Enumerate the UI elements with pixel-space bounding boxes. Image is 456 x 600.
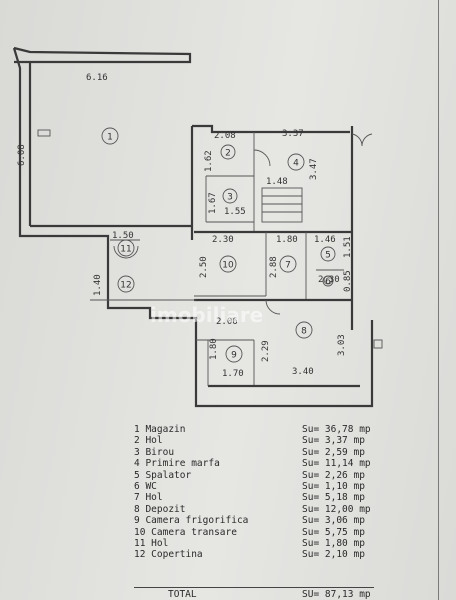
dim-wc-height: 0.85 xyxy=(343,270,353,292)
legend-room-area: Su= 1,10 mp xyxy=(302,481,365,493)
door-arc-entrance-1 xyxy=(351,133,363,147)
wall-top-right xyxy=(192,124,350,134)
dim-stairs-width: 1.48 xyxy=(266,177,288,187)
legend-room-name: 8 Depozit xyxy=(134,503,186,515)
wall-outline xyxy=(12,47,374,408)
room-number-6: 6 xyxy=(325,277,331,287)
dim-depozit-sub-height: 2.29 xyxy=(261,340,271,362)
door-arc-depozit xyxy=(265,299,281,315)
legend-room-area: Su= 5,75 mp xyxy=(302,526,365,538)
legend-room-name: 12 Copertina xyxy=(134,549,203,561)
room-legend: 1 Magazin Su= 36,78 mp 2 Hol Su= 3,37 mp 3… xyxy=(134,424,394,561)
dim-magazin-width: 6.16 xyxy=(86,73,108,83)
room-number-2: 2 xyxy=(225,149,231,159)
legend-total: TOTAL SU= 87,13 mp xyxy=(134,589,394,600)
legend-row: 9 Camera frigorifica Su= 3,06 mp xyxy=(134,515,394,526)
dim-hol11-width: 1.50 xyxy=(112,231,134,241)
legend-row: 3 Birou Su= 2,59 mp xyxy=(134,447,394,458)
legend-room-area: Su= 2,59 mp xyxy=(302,446,365,458)
legend-room-name: 1 Magazin xyxy=(134,424,186,435)
dim-spalator-height: 1.51 xyxy=(343,236,353,258)
legend-room-name: 11 Hol xyxy=(134,538,169,550)
legend-room-area: Su= 2,26 mp xyxy=(302,469,365,481)
dim-hol7-width: 1.80 xyxy=(276,235,298,245)
dim-primire-height: 3.47 xyxy=(309,158,319,180)
legend-room-area: Su= 12,00 mp xyxy=(302,503,371,515)
legend-room-area: Su= 2,10 mp xyxy=(302,549,365,561)
legend-room-area: Su= 3,06 mp xyxy=(302,515,365,527)
legend-room-name: 5 Spalator xyxy=(134,469,192,481)
legend-row: 2 Hol Su= 3,37 mp xyxy=(134,435,394,446)
dimension-labels: 6.16 6.08 2.08 3.37 1.62 1.48 3.47 1.67 … xyxy=(17,73,353,379)
total-label: TOTAL xyxy=(168,589,197,600)
watermark-text: imobiliare xyxy=(150,303,263,327)
legend-row: 1 Magazin Su= 36,78 mp xyxy=(134,424,394,435)
legend-row: 11 Hol Su= 1,80 mp xyxy=(134,538,394,549)
stairs xyxy=(261,187,303,223)
legend-room-name: 4 Primire marfa xyxy=(134,458,220,470)
legend-room-area: Su= 36,78 mp xyxy=(302,424,371,435)
dim-spalator-width: 1.46 xyxy=(314,235,336,245)
floor-plan-drawing: 1 2 3 4 5 6 7 8 9 10 11 12 6.16 6.08 2.0… xyxy=(12,46,383,408)
dim-hol-width: 2.08 xyxy=(214,131,236,141)
legend-row: 7 Hol Su= 5,18 mp xyxy=(134,492,394,503)
legend-row: 4 Primire marfa Su= 11,14 mp xyxy=(134,458,394,469)
page-margin-line xyxy=(438,0,439,600)
wall-top xyxy=(13,46,192,64)
dim-depozit-height: 3.03 xyxy=(337,334,347,356)
dim-hol-height: 1.62 xyxy=(204,150,214,172)
dim-depozit-width: 3.40 xyxy=(292,367,314,377)
dim-hol7-height: 2.88 xyxy=(269,256,279,278)
dim-wc-width: 2.30 xyxy=(318,275,340,285)
legend-room-name: 3 Birou xyxy=(134,446,175,458)
dim-cam10-height: 2.50 xyxy=(199,256,209,278)
legend-room-name: 7 Hol xyxy=(134,492,163,504)
legend-row: 10 Camera transare Su= 5,75 mp xyxy=(134,527,394,538)
legend-row: 5 Spalator Su= 2,26 mp xyxy=(134,470,394,481)
legend-room-name: 10 Camera transare xyxy=(134,526,237,538)
room-number-10: 10 xyxy=(222,261,234,271)
dim-magazin-height: 6.08 xyxy=(17,144,27,166)
dim-frig-width: 1.70 xyxy=(222,369,244,379)
legend-room-name: 6 WC xyxy=(134,481,157,493)
dim-birou-width: 1.55 xyxy=(224,207,246,217)
door-arc-entrance-2 xyxy=(361,133,373,147)
legend-room-name: 2 Hol xyxy=(134,435,163,447)
shelf-symbol xyxy=(37,129,51,137)
dim-birou-height: 1.67 xyxy=(208,192,218,214)
room-markers: 1 2 3 4 5 6 7 8 9 10 11 12 xyxy=(101,127,336,363)
door-arc-hol2 xyxy=(253,149,271,167)
door-arc-hol11-1 xyxy=(113,245,127,259)
dim-copertina-height: 1.40 xyxy=(93,274,103,296)
room-number-1: 1 xyxy=(107,133,113,143)
legend-room-area: Su= 11,14 mp xyxy=(302,458,371,470)
dim-cam10-width: 2.30 xyxy=(212,235,234,245)
legend-room-area: Su= 1,80 mp xyxy=(302,538,365,550)
doors xyxy=(113,133,373,315)
room-number-7: 7 xyxy=(285,261,291,271)
drain-symbol xyxy=(373,339,383,349)
legend-room-area: Su= 3,37 mp xyxy=(302,435,365,447)
legend-room-name: 9 Camera frigorifica xyxy=(134,515,249,527)
room-number-11: 11 xyxy=(120,245,131,255)
legend-row: 8 Depozit Su= 12,00 mp xyxy=(134,504,394,515)
walls xyxy=(12,46,374,408)
total-area: SU= 87,13 mp xyxy=(302,589,371,600)
room-number-8: 8 xyxy=(301,327,307,337)
total-divider xyxy=(134,587,374,588)
room-number-4: 4 xyxy=(293,159,299,169)
legend-room-area: Su= 5,18 mp xyxy=(302,492,365,504)
room-number-9: 9 xyxy=(231,351,237,361)
dim-frig-height: 1.80 xyxy=(209,338,219,360)
dim-primire-width: 3.37 xyxy=(282,129,304,139)
door-arc-hol11-2 xyxy=(125,245,139,259)
legend-row: 6 WC Su= 1,10 mp xyxy=(134,481,394,492)
room-number-5: 5 xyxy=(325,251,331,261)
dim-depozit-sub-width: 2.06 xyxy=(216,317,238,327)
room-number-3: 3 xyxy=(227,193,233,203)
legend-row: 12 Copertina Su= 2,10 mp xyxy=(134,549,394,560)
room-number-12: 12 xyxy=(120,281,131,291)
